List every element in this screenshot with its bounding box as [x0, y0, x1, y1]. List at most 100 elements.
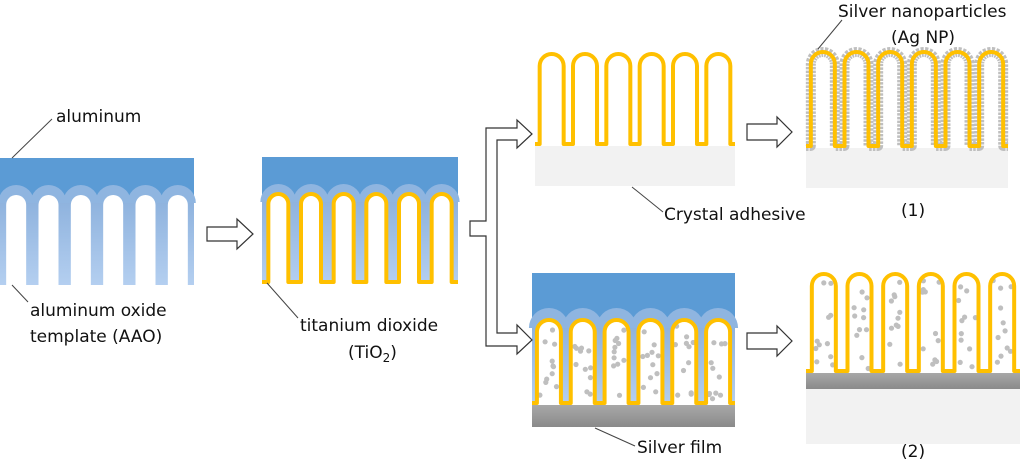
ag-nanoparticle: [572, 343, 578, 350]
ag-nanoparticle: [824, 341, 831, 347]
branch-arrow-icon: [469, 118, 533, 356]
ag-nanoparticle: [967, 346, 973, 352]
ag-nanoparticle: [995, 334, 1001, 341]
ag-nanoparticle: [958, 337, 964, 343]
ag-nanoparticle: [859, 289, 865, 295]
aao-layer: [532, 328, 735, 405]
ag-nanoparticle: [887, 341, 893, 347]
ag-nanoparticle: [888, 298, 895, 304]
ag-nanoparticle: [584, 389, 590, 395]
arrow-icon: [746, 115, 793, 149]
barrier-cap: [30, 185, 67, 203]
ag-nanoparticle: [888, 325, 895, 331]
stage-tio2-deposited: [260, 157, 460, 284]
ag-nanoparticle: [957, 359, 963, 365]
ag-nanoparticle: [1004, 345, 1010, 351]
ag-nanoparticle: [587, 375, 594, 381]
ag-nanoparticle: [1002, 328, 1008, 334]
silver-film-layer: [532, 405, 735, 427]
ag-nanoparticle: [612, 344, 618, 350]
ag-nanoparticle: [962, 314, 968, 320]
ag-nanoparticle: [542, 339, 548, 345]
label-aao-line2: template (AAO): [30, 327, 162, 347]
tio2-nanotubes: [806, 50, 1008, 148]
ag-nanoparticle: [588, 365, 594, 371]
ag-nanoparticle: [651, 342, 657, 348]
ag-nanoparticle: [650, 362, 656, 368]
ag-nanoparticle: [654, 371, 660, 377]
ag-nanoparticle: [684, 334, 690, 340]
ag-nanoparticle: [922, 289, 928, 295]
ag-nanoparticle: [813, 345, 819, 352]
leader-line: [631, 186, 664, 213]
tio2-nanotubes: [806, 272, 1020, 373]
ag-nanoparticle: [852, 313, 858, 319]
ag-nanoparticle: [582, 366, 588, 372]
label-tio2-line1: titanium dioxide: [300, 316, 438, 336]
pore: [570, 320, 595, 405]
pore: [70, 195, 91, 285]
ag-nanoparticle: [552, 341, 558, 347]
ag-nanoparticle: [959, 318, 965, 324]
ag-nanoparticle: [956, 297, 962, 304]
ag-nanoparticle: [621, 327, 627, 333]
ag-nanoparticle: [998, 305, 1004, 311]
tio2-layer: [262, 192, 458, 284]
ag-nanoparticle: [611, 355, 617, 361]
barrier-cap: [159, 185, 196, 203]
stage-aao-template: [0, 158, 196, 285]
label-tio2-line2: (TiO2): [348, 343, 397, 365]
label-silver-film: Silver film: [637, 438, 722, 458]
ag-nanoparticle: [549, 371, 555, 377]
ag-nanoparticle: [716, 374, 722, 380]
ag-nanoparticle: [897, 309, 903, 315]
pore: [38, 195, 59, 285]
label-ag-np-line1: Silver nanoparticles: [838, 2, 1007, 22]
ag-nanoparticle: [828, 354, 834, 360]
ag-nanoparticle: [640, 384, 647, 390]
pore: [672, 320, 697, 405]
ag-nanoparticle: [708, 360, 714, 366]
ag-nanoparticle: [616, 392, 623, 398]
ag-nanoparticle: [653, 389, 659, 395]
pore: [638, 320, 663, 405]
ag-nanoparticle: [655, 353, 661, 359]
ag-nanoparticle: [573, 361, 579, 368]
ag-nanoparticle: [644, 352, 651, 358]
ag-nanoparticle: [891, 292, 897, 298]
ag-nanoparticle: [828, 280, 834, 286]
ag-nanoparticle: [932, 357, 938, 363]
ag-nanoparticle: [1007, 348, 1014, 354]
leader-line: [11, 118, 53, 159]
ag-nanoparticle: [550, 364, 557, 370]
ag-nanoparticle: [897, 279, 903, 285]
ag-nanoparticle: [821, 280, 827, 286]
pore: [399, 194, 419, 284]
tio2-nanotubes: [535, 52, 735, 146]
ag-nanoparticle: [611, 363, 617, 369]
silver-film-layer: [806, 373, 1020, 389]
tio2-layer: [532, 318, 735, 405]
ag-nanoparticle: [958, 331, 964, 337]
ag-nanoparticle: [964, 288, 970, 294]
leader-line: [266, 282, 299, 319]
pore: [536, 320, 561, 405]
ag-nanoparticle: [717, 392, 724, 398]
barrier-cap: [62, 185, 99, 203]
ag-nanoparticle: [998, 285, 1004, 291]
ag-nanoparticle: [675, 392, 681, 398]
label-result-1: (1): [901, 201, 925, 221]
barrier-cap: [0, 184, 35, 203]
crystal-adhesive-layer: [806, 389, 1020, 444]
ag-nanoparticle: [863, 327, 870, 333]
leader-line: [11, 284, 29, 303]
crystal-adhesive-layer: [806, 148, 1008, 188]
leader-line: [594, 427, 636, 447]
ag-nanoparticle: [686, 360, 692, 366]
ag-nanoparticle: [683, 340, 690, 346]
label-ag-np-line2: (Ag NP): [891, 28, 955, 48]
ag-nanoparticle: [549, 327, 556, 333]
ag-nanoparticle: [895, 315, 901, 321]
crystal-adhesive-layer: [535, 146, 735, 186]
